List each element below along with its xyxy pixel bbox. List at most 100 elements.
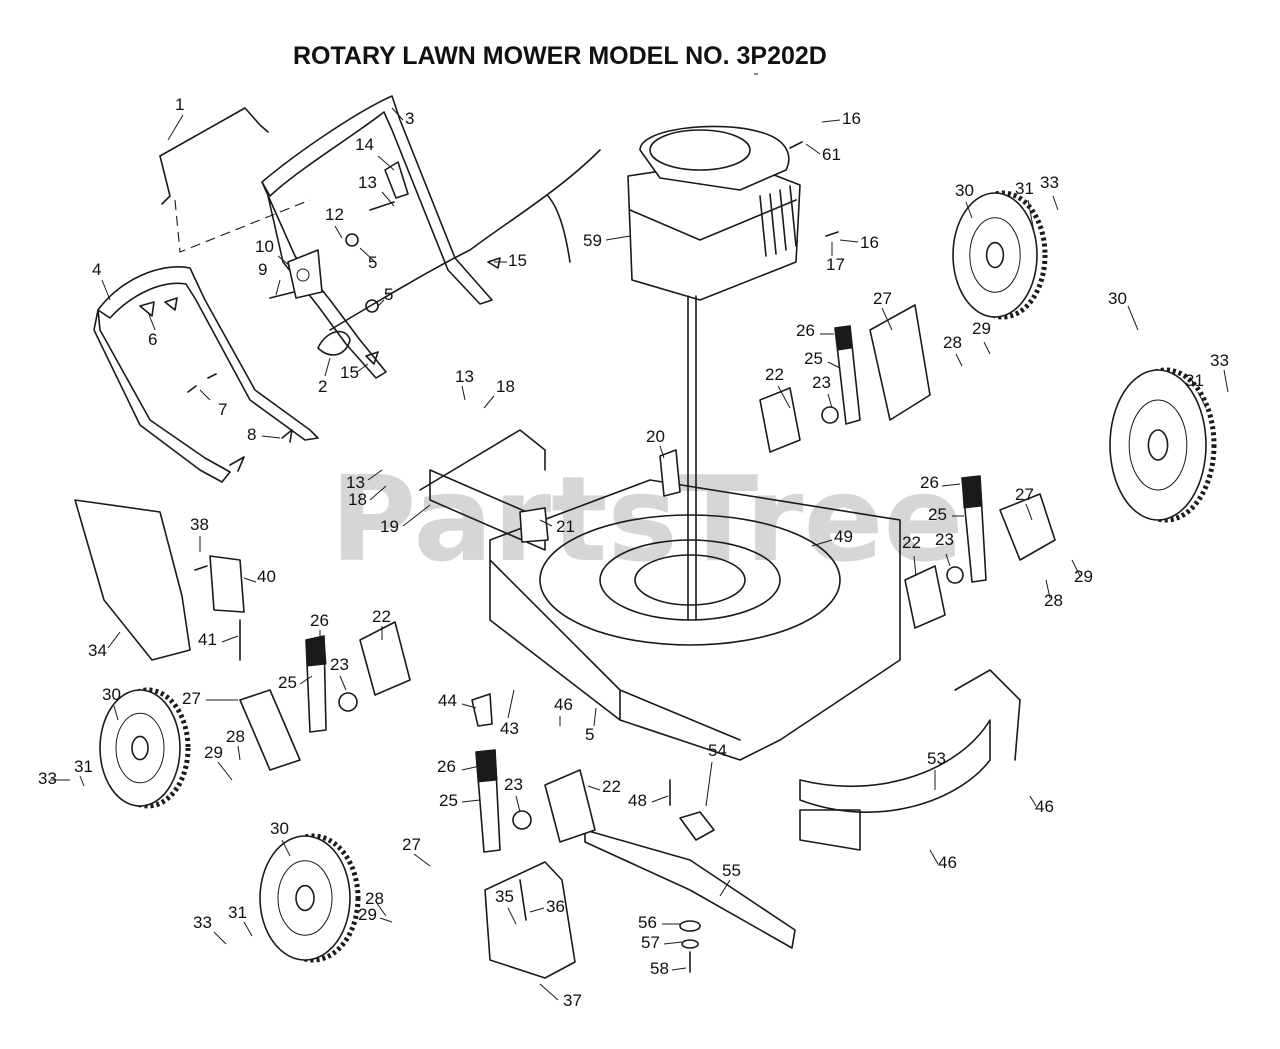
callout-p30d: 30 bbox=[270, 819, 291, 857]
callout-p13c: 13 bbox=[346, 469, 383, 492]
control-bar-guide bbox=[174, 199, 311, 253]
callout-p54: 54 bbox=[705, 741, 727, 807]
leader-line bbox=[377, 155, 395, 171]
baffle-53 bbox=[799, 719, 991, 813]
deck-dome bbox=[539, 514, 841, 646]
handle-clips-lower bbox=[229, 429, 293, 472]
part-number: 33 bbox=[38, 769, 57, 788]
part-number: 37 bbox=[563, 991, 582, 1010]
callout-p22d: 22 bbox=[587, 777, 621, 796]
callout-p7: 7 bbox=[199, 389, 227, 419]
callout-p30b: 30 bbox=[1108, 289, 1139, 331]
part-number: 33 bbox=[1040, 173, 1059, 192]
callout-p8: 8 bbox=[247, 425, 281, 444]
callout-p31a: 31 bbox=[1015, 179, 1035, 233]
callout-p19: 19 bbox=[380, 504, 431, 536]
part-number: 25 bbox=[928, 505, 947, 524]
leader-line bbox=[839, 239, 859, 243]
leader-line bbox=[375, 901, 387, 917]
leader-line bbox=[377, 299, 385, 307]
leader-line bbox=[1223, 369, 1229, 393]
part-number: 29 bbox=[972, 319, 991, 338]
part-number: 2 bbox=[318, 377, 327, 396]
callout-p15a: 15 bbox=[340, 363, 369, 382]
part-number: 58 bbox=[650, 959, 669, 978]
leader-line bbox=[593, 707, 597, 727]
handle-bolt bbox=[369, 201, 395, 211]
part-number: 28 bbox=[943, 333, 962, 352]
adjuster-grip-fr bbox=[961, 475, 983, 509]
part-number: 26 bbox=[437, 757, 456, 776]
callout-p26b: 26 bbox=[920, 473, 961, 492]
callout-p46b: 46 bbox=[1029, 795, 1054, 816]
wheel-rear-right-rim bbox=[969, 217, 1021, 293]
part-number: 16 bbox=[842, 109, 861, 128]
adjuster-plate-rl bbox=[359, 621, 411, 696]
leader-line bbox=[663, 941, 683, 945]
part-number: 38 bbox=[190, 515, 209, 534]
part-number: 46 bbox=[1035, 797, 1054, 816]
adjuster-spacer-rl bbox=[338, 692, 358, 712]
leader-line bbox=[605, 235, 631, 241]
part-number: 15 bbox=[340, 363, 359, 382]
deck-skirt bbox=[489, 559, 741, 741]
callout-p30a: 30 bbox=[955, 181, 974, 219]
callout-p31d: 31 bbox=[228, 903, 253, 937]
part-number: 27 bbox=[182, 689, 201, 708]
cable-guide bbox=[384, 161, 409, 199]
callout-p37: 37 bbox=[539, 983, 582, 1010]
callout-p31b: 31 bbox=[1185, 371, 1207, 409]
callout-p25c: 25 bbox=[278, 673, 313, 692]
callout-p58: 58 bbox=[650, 959, 687, 978]
adjuster-grip-rr bbox=[834, 325, 853, 351]
callout-p1: 1 bbox=[167, 95, 184, 141]
part-number: 30 bbox=[102, 685, 121, 704]
part-number: 48 bbox=[628, 791, 647, 810]
callout-p23b: 23 bbox=[935, 530, 954, 567]
callout-p22b: 22 bbox=[902, 533, 921, 577]
rear-baffle bbox=[429, 469, 546, 551]
part-number: 46 bbox=[938, 853, 957, 872]
leader-line bbox=[1197, 391, 1207, 409]
part-number: 22 bbox=[372, 607, 391, 626]
engine-cable bbox=[547, 195, 571, 263]
part-number: 10 bbox=[255, 237, 274, 256]
callout-p18b: 18 bbox=[348, 485, 387, 509]
leader-line bbox=[507, 907, 517, 925]
leader-line bbox=[539, 519, 553, 527]
deck-bracket-21 bbox=[519, 507, 549, 543]
callout-p27b: 27 bbox=[1015, 485, 1034, 521]
wheel-rear-right bbox=[952, 190, 1048, 320]
adjuster-plate-fr bbox=[904, 565, 946, 629]
callout-p48: 48 bbox=[628, 791, 669, 810]
part-number: 7 bbox=[218, 400, 227, 419]
rear-components bbox=[74, 499, 576, 979]
leader-line bbox=[929, 849, 939, 865]
leader-line bbox=[356, 363, 369, 373]
control-bar bbox=[159, 107, 269, 157]
deck-outline bbox=[489, 479, 901, 761]
callout-p13b: 13 bbox=[455, 367, 474, 401]
leader-line bbox=[339, 675, 347, 691]
callout-p25d: 25 bbox=[439, 791, 481, 810]
leader-line bbox=[1071, 559, 1081, 577]
part-number: 25 bbox=[439, 791, 458, 810]
leader-line bbox=[167, 114, 184, 141]
part-number: 54 bbox=[708, 741, 727, 760]
baffle-bracket bbox=[954, 669, 1021, 761]
callout-p49: 49 bbox=[811, 527, 853, 547]
leader-line bbox=[147, 311, 156, 331]
leader-line bbox=[213, 931, 227, 945]
axle-bracket-rr bbox=[869, 304, 931, 421]
callout-p31c: 31 bbox=[74, 757, 93, 787]
callout-p15b: 15 bbox=[494, 251, 527, 270]
part-number: 30 bbox=[1108, 289, 1127, 308]
part-number: 22 bbox=[765, 365, 784, 384]
leader-line bbox=[461, 703, 477, 709]
part-number: 16 bbox=[860, 233, 879, 252]
part-number: 14 bbox=[355, 135, 374, 154]
leader-line bbox=[334, 225, 343, 239]
leader-line bbox=[107, 631, 121, 649]
callout-p23c: 23 bbox=[330, 655, 349, 691]
leader-line bbox=[217, 761, 233, 781]
